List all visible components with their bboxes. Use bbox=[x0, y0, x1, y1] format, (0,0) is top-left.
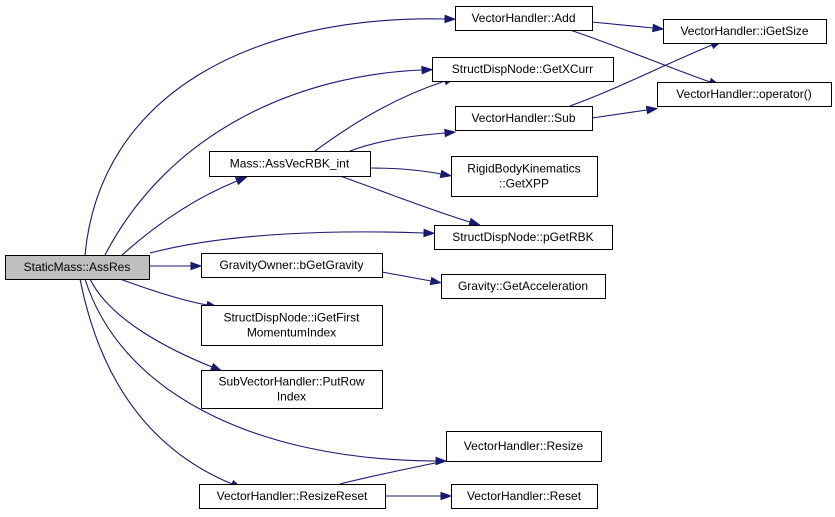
node-box bbox=[199, 484, 386, 509]
arrowhead bbox=[421, 65, 434, 75]
node-box bbox=[201, 370, 383, 409]
node-label: StructDispNode::GetXCurr bbox=[452, 62, 593, 76]
node-mass-assvec[interactable]: Mass::AssVecRBK_int bbox=[209, 151, 371, 177]
node-label: ::GetXPP bbox=[499, 177, 549, 191]
node-vh-sub[interactable]: VectorHandler::Sub bbox=[455, 106, 593, 131]
edge-root-to-sdn_pgetrbk bbox=[149, 228, 436, 254]
node-box bbox=[455, 6, 593, 31]
arrowhead bbox=[423, 228, 436, 238]
node-box bbox=[209, 151, 371, 177]
node-vh-reset[interactable]: VectorHandler::Reset bbox=[451, 484, 598, 509]
edge-line bbox=[314, 80, 446, 152]
node-box bbox=[446, 431, 602, 462]
node-grav-getacc[interactable]: Gravity::GetAcceleration bbox=[441, 274, 606, 299]
edge-line bbox=[121, 180, 238, 256]
edge-go_bgetgravity-to-grav_getacc bbox=[381, 271, 443, 286]
node-box bbox=[441, 274, 606, 299]
edge-line bbox=[569, 44, 713, 107]
edge-line bbox=[569, 29, 711, 83]
node-label: VectorHandler::Resize bbox=[464, 439, 584, 453]
node-vh-resize[interactable]: VectorHandler::Resize bbox=[446, 431, 602, 462]
function-nodes: StaticMass::AssRes VectorHandler::AddVect… bbox=[5, 6, 832, 509]
edge-line bbox=[369, 167, 442, 175]
node-sdn-getxcurr[interactable]: StructDispNode::GetXCurr bbox=[432, 57, 614, 82]
node-label: VectorHandler::iGetSize bbox=[680, 24, 808, 38]
edge-line bbox=[339, 457, 461, 485]
edge-line bbox=[104, 69, 423, 256]
edge-root-to-sdn_igetfirst bbox=[119, 278, 219, 310]
node-box bbox=[451, 484, 598, 509]
node-rbk-getxpp[interactable]: RigidBodyKinematics::GetXPP bbox=[451, 156, 598, 197]
arrowhead bbox=[439, 169, 453, 179]
node-box bbox=[657, 82, 832, 107]
node-label: VectorHandler::Sub bbox=[471, 111, 575, 125]
node-label: VectorHandler::Add bbox=[471, 11, 575, 25]
arrowhead bbox=[444, 128, 457, 138]
node-vh-resizereset[interactable]: VectorHandler::ResizeReset bbox=[199, 484, 386, 509]
arrowhead bbox=[234, 176, 248, 186]
arrowhead bbox=[429, 276, 443, 286]
call-edges bbox=[79, 14, 723, 501]
node-box bbox=[451, 156, 598, 197]
node-label: VectorHandler::operator() bbox=[676, 87, 811, 101]
edge-line bbox=[381, 271, 432, 282]
node-box bbox=[201, 253, 383, 278]
node-box bbox=[432, 57, 614, 82]
node-label: MomentumIndex bbox=[247, 326, 336, 340]
arrowhead bbox=[190, 261, 203, 271]
node-label: StructDispNode::pGetRBK bbox=[452, 230, 593, 244]
node-vh-op[interactable]: VectorHandler::operator() bbox=[657, 82, 832, 107]
node-label: RigidBodyKinematics bbox=[467, 162, 580, 176]
node-label: VectorHandler::Reset bbox=[467, 489, 582, 503]
node-label: StaticMass::AssRes bbox=[24, 260, 131, 274]
node-label: GravityOwner::bGetGravity bbox=[219, 258, 363, 272]
edge-line bbox=[89, 278, 213, 368]
edge-line bbox=[84, 278, 437, 462]
edge-root-to-mass_assvec bbox=[121, 176, 248, 256]
node-box bbox=[455, 106, 593, 131]
arrowhead bbox=[440, 491, 453, 501]
edge-vh_add-to-vh_igetsize bbox=[591, 21, 665, 33]
node-box bbox=[5, 255, 150, 280]
node-vh-igetsize[interactable]: VectorHandler::iGetSize bbox=[663, 19, 827, 44]
edge-line bbox=[79, 278, 233, 485]
node-label: StructDispNode::iGetFirst bbox=[223, 311, 360, 325]
edge-vh_resizereset-to-vh_reset bbox=[385, 491, 453, 501]
edge-line bbox=[591, 21, 654, 29]
arrowhead bbox=[209, 362, 223, 372]
node-box bbox=[663, 19, 827, 44]
node-box bbox=[434, 225, 613, 250]
arrowhead bbox=[468, 217, 482, 226]
edge-mass_assvec-to-rbk_getxpp bbox=[369, 167, 453, 179]
edge-line bbox=[591, 109, 648, 119]
node-box bbox=[201, 305, 383, 346]
node-label: VectorHandler::ResizeReset bbox=[217, 489, 368, 503]
node-root: StaticMass::AssRes bbox=[5, 255, 150, 280]
node-sdn-pgetrbk[interactable]: StructDispNode::pGetRBK bbox=[434, 225, 613, 250]
edge-line bbox=[349, 132, 446, 152]
node-label: Index bbox=[277, 390, 306, 404]
edge-mass_assvec-to-vh_sub bbox=[349, 128, 457, 152]
edge-line bbox=[119, 278, 208, 306]
edge-vh_sub-to-vh_op bbox=[591, 105, 659, 119]
edge-root-to-sdn_getxcurr bbox=[104, 65, 434, 256]
node-label: Gravity::GetAcceleration bbox=[458, 279, 588, 293]
edge-root-to-go_bgetgravity bbox=[149, 261, 203, 271]
node-go-bgetgravity[interactable]: GravityOwner::bGetGravity bbox=[201, 253, 383, 278]
edge-line bbox=[149, 231, 425, 254]
arrowhead bbox=[444, 14, 457, 24]
node-label: SubVectorHandler::PutRow bbox=[218, 375, 364, 389]
node-vh-add[interactable]: VectorHandler::Add bbox=[455, 6, 593, 31]
node-label: Mass::AssVecRBK_int bbox=[230, 157, 350, 171]
edge-line bbox=[339, 175, 471, 223]
edge-mass_assvec-to-sdn_getxcurr bbox=[314, 77, 456, 152]
edge-root-to-vh_add bbox=[84, 14, 457, 256]
arrowhead bbox=[645, 105, 659, 115]
edge-line bbox=[84, 18, 446, 256]
arrowhead bbox=[652, 23, 665, 33]
